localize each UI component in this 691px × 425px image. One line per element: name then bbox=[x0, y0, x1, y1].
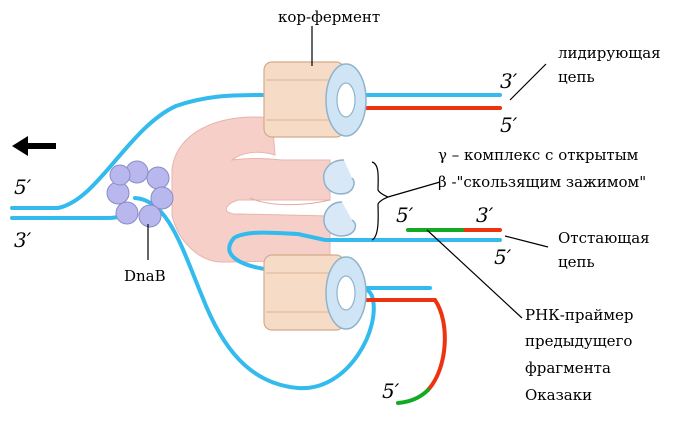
leading-strand-label-line1: лидирующая bbox=[558, 44, 661, 62]
rna-primer-label-line3: фрагмента bbox=[525, 359, 611, 377]
arrow-left-icon bbox=[12, 136, 56, 156]
end-label-lagging-parent-5: 5′ bbox=[494, 245, 512, 269]
rna-primer-okazaki bbox=[398, 390, 428, 403]
end-label-leading-top: 3′ bbox=[500, 69, 518, 93]
end-label-left-bottom: 3′ bbox=[14, 228, 32, 252]
dnab-label: DnaB bbox=[124, 267, 166, 285]
lagging-strand-label-line2: цепь bbox=[558, 253, 595, 271]
rna-primer-label-line2: предыдущего bbox=[525, 332, 632, 350]
rna-primers bbox=[398, 230, 462, 403]
core-enzyme-top bbox=[264, 62, 366, 137]
gamma-complex-label-line1: γ – комплекс с открытым bbox=[438, 146, 639, 164]
core-enzyme-label: кор-фермент bbox=[278, 8, 380, 26]
lagging-strand-label-line1: Отстающая bbox=[558, 229, 650, 247]
rna-primer-label-line1: РНК-праймер bbox=[525, 306, 634, 324]
end-label-leading-bottom: 5′ bbox=[500, 113, 518, 137]
parental-strand-bottom bbox=[12, 210, 132, 218]
rna-primer-label-line4: Оказаки bbox=[525, 386, 592, 404]
core-enzyme-bottom bbox=[264, 255, 366, 330]
end-label-lagging-new-3: 3′ bbox=[476, 203, 494, 227]
gamma-complex-label-line2: β -"скользящим зажимом" bbox=[438, 173, 646, 191]
end-label-okazaki-5: 5′ bbox=[382, 379, 400, 403]
leading-strand-label-line2: цепь bbox=[558, 68, 595, 86]
end-label-left-top: 5′ bbox=[14, 175, 32, 199]
gamma-complex bbox=[172, 117, 330, 262]
end-label-lagging-new-5: 5′ bbox=[396, 203, 414, 227]
